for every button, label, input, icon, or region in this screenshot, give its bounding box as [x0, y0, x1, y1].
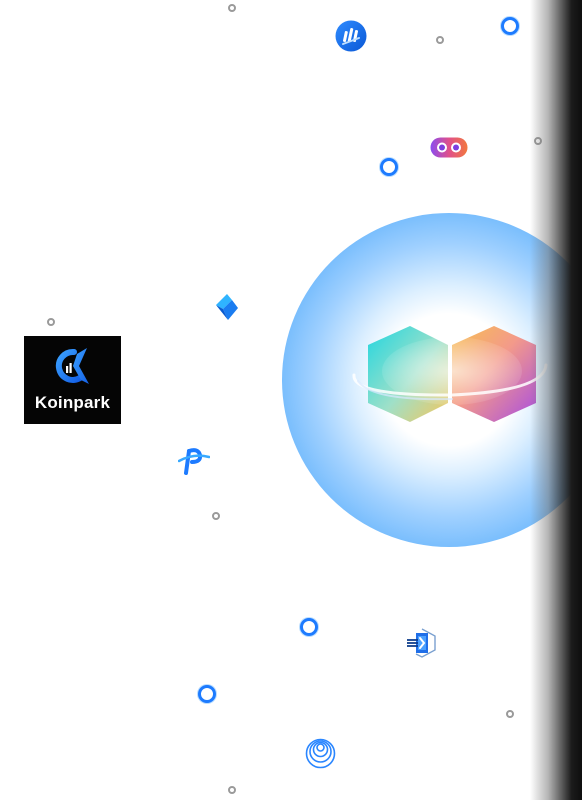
scatter-dot — [506, 710, 514, 718]
koinpark-logo[interactable]: Koinpark — [24, 336, 121, 424]
goggles-mask-icon[interactable] — [430, 137, 468, 158]
scatter-dot — [228, 786, 236, 794]
concentric-rings-icon[interactable] — [305, 738, 336, 769]
blue-ring-marker — [380, 158, 398, 176]
exchange-arrows-icon[interactable] — [406, 627, 438, 659]
scatter-dot — [47, 318, 55, 326]
blue-ring-marker — [501, 17, 519, 35]
folded-ribbon-icon[interactable] — [214, 292, 240, 322]
koinpark-wordmark: Koinpark — [34, 393, 111, 412]
stacked-bars-coin-icon[interactable] — [335, 20, 367, 52]
scatter-dot — [228, 4, 236, 12]
blue-ring-marker — [300, 618, 318, 636]
right-edge-shadow — [530, 0, 582, 800]
koinpark-mark-icon — [55, 348, 89, 384]
scatter-dot — [436, 36, 444, 44]
hexagon-planet-ring-icon — [352, 326, 548, 422]
scatter-dot — [212, 512, 220, 520]
orbit-p-icon[interactable] — [178, 447, 210, 475]
blue-ring-marker — [198, 685, 216, 703]
